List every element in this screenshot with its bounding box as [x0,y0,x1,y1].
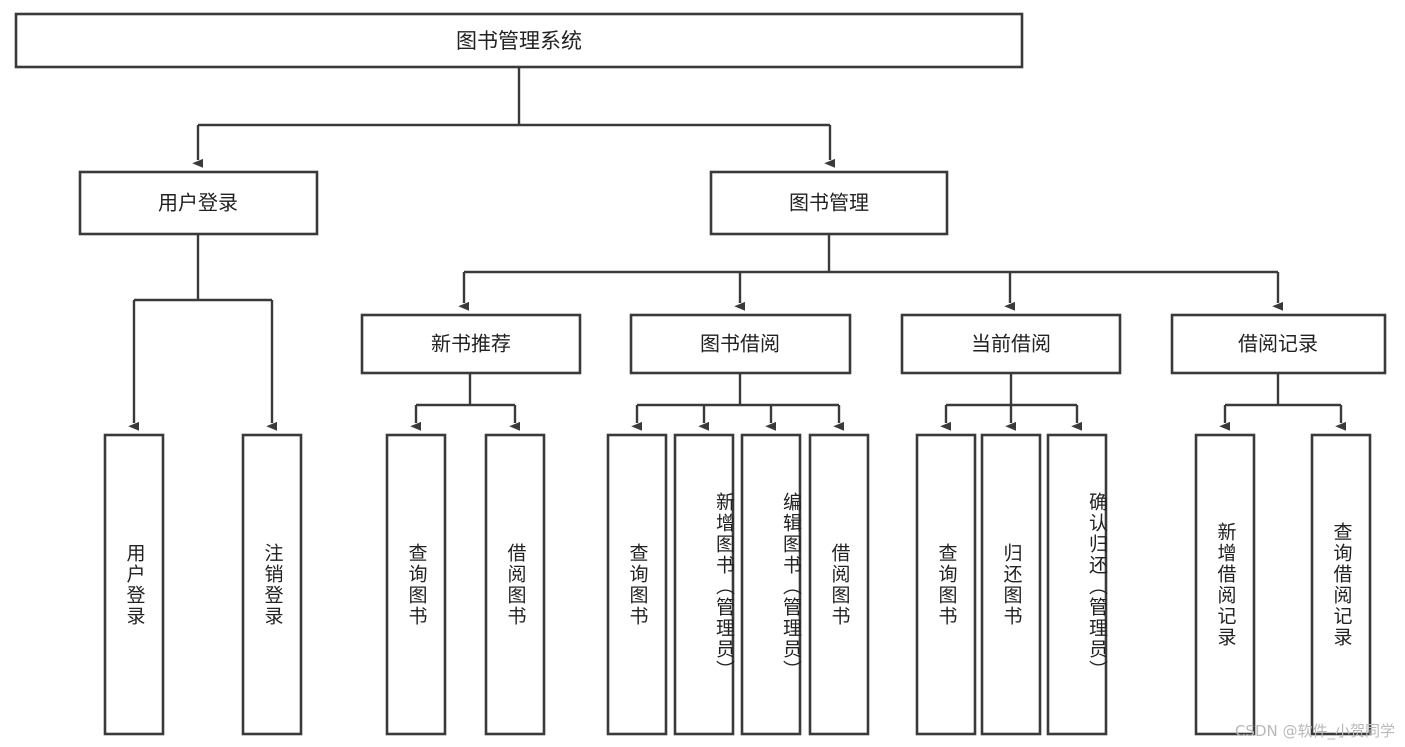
node-book-borrow[interactable]: 图书借阅 [629,313,852,375]
leaf-box-return-book[interactable] [980,433,1042,736]
leaf-box-user-login[interactable] [103,433,165,736]
node-book-manage[interactable]: 图书管理 [709,170,949,236]
node-root[interactable]: 图书管理系统 [14,12,1024,69]
node-user-login-box[interactable] [78,170,319,236]
leaf-box-confirm-return-admin[interactable] [1046,433,1108,736]
leaf-boxes [103,433,1372,736]
node-book-manage-box[interactable] [709,170,949,236]
node-book-borrow-label: 图书借阅 [700,332,780,356]
edges-bookmanage-to-level2 [458,234,1284,311]
leaf-box-edit-book-admin[interactable] [740,433,802,736]
node-book-borrow-box[interactable] [629,313,852,375]
node-new-book-recommend-label: 新书推荐 [431,332,511,356]
node-root-box[interactable] [14,12,1024,69]
node-book-manage-label: 图书管理 [789,191,869,215]
leaf-box-borrow-book-rec[interactable] [484,433,546,736]
leaf-box-query-book-borrow[interactable] [606,433,668,736]
leaf-box-logout[interactable] [241,433,303,736]
node-new-book-recommend[interactable]: 新书推荐 [360,313,582,375]
node-borrow-record-box[interactable] [1170,313,1387,375]
leaf-box-add-record[interactable] [1194,433,1256,736]
node-user-login-label: 用户登录 [158,191,238,215]
node-root-label: 图书管理系统 [456,29,582,53]
node-current-borrow-label: 当前借阅 [971,332,1051,356]
node-borrow-record[interactable]: 借阅记录 [1170,313,1387,375]
leaf-box-borrow-book[interactable] [808,433,870,736]
node-current-borrow-box[interactable] [900,313,1122,375]
edges-borrow-to-leaves [631,373,845,431]
node-borrow-record-label: 借阅记录 [1238,332,1318,356]
edges-root-to-level1 [192,67,836,168]
node-current-borrow[interactable]: 当前借阅 [900,313,1122,375]
edges-current-to-leaves [940,373,1083,431]
leaf-box-query-book-current[interactable] [915,433,977,736]
node-user-login[interactable]: 用户登录 [78,170,319,236]
leaf-box-add-book-admin[interactable] [673,433,735,736]
edges-record-to-leaves [1219,373,1347,431]
edges-newbook-to-leaves [410,373,521,431]
watermark-text: CSDN @软件_小贺同学 [1234,722,1395,740]
leaf-box-query-book-rec[interactable] [385,433,447,736]
leaf-box-query-record[interactable] [1310,433,1372,736]
node-new-book-recommend-box[interactable] [360,313,582,375]
edges-booklogin-to-leaves [128,234,278,431]
